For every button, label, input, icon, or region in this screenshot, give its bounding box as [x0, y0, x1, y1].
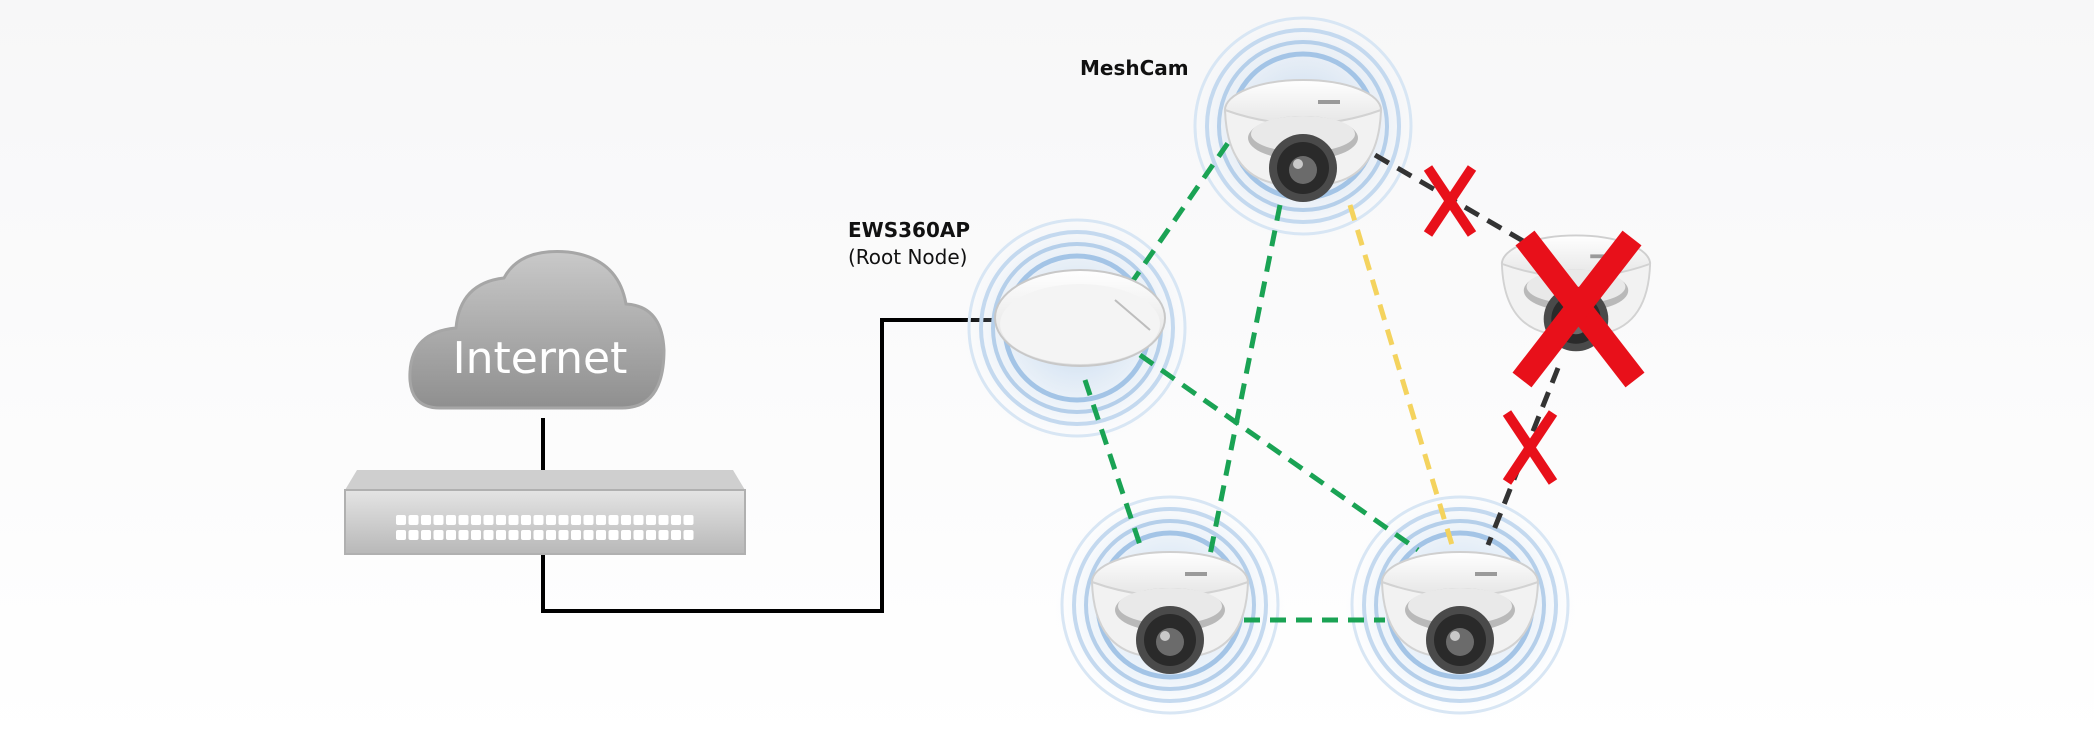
- switch-port: [446, 530, 456, 540]
- switch-port: [608, 530, 619, 540]
- link-ap-meshcam: [1127, 138, 1233, 287]
- switch-port: [671, 530, 681, 540]
- wired-links: [541, 318, 1000, 613]
- switch-port: [508, 530, 519, 540]
- access-point-icon: [994, 269, 1166, 367]
- network-switch-icon: [344, 470, 746, 555]
- switch-to-ap-cable: [541, 318, 1000, 613]
- switch-port: [596, 515, 606, 525]
- switch-port: [496, 515, 506, 525]
- switch-port: [446, 515, 456, 525]
- switch-port: [533, 530, 544, 540]
- switch-port: [521, 530, 531, 540]
- mesh-links: [1082, 138, 1561, 623]
- switch-port: [633, 515, 644, 525]
- link-ap-cam-bottom-left: [1082, 379, 1143, 546]
- link-meshcam-cam-bottom-right-backup: [1347, 204, 1455, 546]
- switch-port: [521, 515, 531, 525]
- switch-port: [471, 530, 481, 540]
- switch-port: [421, 530, 431, 540]
- switch-port: [583, 530, 594, 540]
- cloud-icon: [408, 250, 666, 410]
- switch-port: [546, 515, 556, 525]
- switch-port: [396, 530, 406, 540]
- switch-port: [671, 515, 681, 525]
- link-ap-cam-bottom-right: [1138, 352, 1420, 553]
- ews360ap-root-node: [994, 269, 1166, 367]
- switch-port: [483, 530, 494, 540]
- switch-port: [458, 530, 469, 540]
- failure-x-icon: [1502, 410, 1558, 485]
- network-switch: [344, 470, 746, 555]
- switch-port: [396, 515, 406, 525]
- switch-port: [633, 530, 644, 540]
- switch-port: [496, 530, 506, 540]
- switch-port: [408, 530, 419, 540]
- link-meshcam-cam-bottom-left: [1207, 204, 1283, 556]
- switch-port: [683, 515, 694, 525]
- meshcam-label: MeshCam: [1080, 56, 1189, 80]
- switch-port: [533, 515, 544, 525]
- failure-x-icon: [1423, 165, 1477, 237]
- internet-label: Internet: [453, 333, 628, 384]
- ap-name-label: EWS360AP: [848, 218, 970, 242]
- switch-port: [583, 515, 594, 525]
- switch-port: [646, 530, 656, 540]
- switch-port: [546, 530, 556, 540]
- switch-port: [658, 530, 669, 540]
- switch-port: [608, 515, 619, 525]
- internet-cloud: Internet: [408, 250, 666, 410]
- switch-port: [558, 515, 569, 525]
- switch-port: [683, 530, 694, 540]
- switch-port: [508, 515, 519, 525]
- switch-port: [571, 515, 581, 525]
- failure-marks: [1423, 165, 1645, 485]
- failure-x-icon: [1512, 230, 1645, 388]
- switch-port: [421, 515, 431, 525]
- ap-role-label: (Root Node): [848, 245, 967, 269]
- switch-port: [571, 530, 581, 540]
- link-failed-cam-bottom-right: [1485, 367, 1561, 546]
- switch-port: [658, 515, 669, 525]
- switch-port: [458, 515, 469, 525]
- switch-port: [433, 530, 444, 540]
- switch-port: [621, 515, 631, 525]
- switch-port: [621, 530, 631, 540]
- switch-port: [408, 515, 419, 525]
- switch-port: [483, 515, 494, 525]
- switch-port: [596, 530, 606, 540]
- switch-port: [433, 515, 444, 525]
- switch-port: [471, 515, 481, 525]
- switch-port: [646, 515, 656, 525]
- switch-port: [558, 530, 569, 540]
